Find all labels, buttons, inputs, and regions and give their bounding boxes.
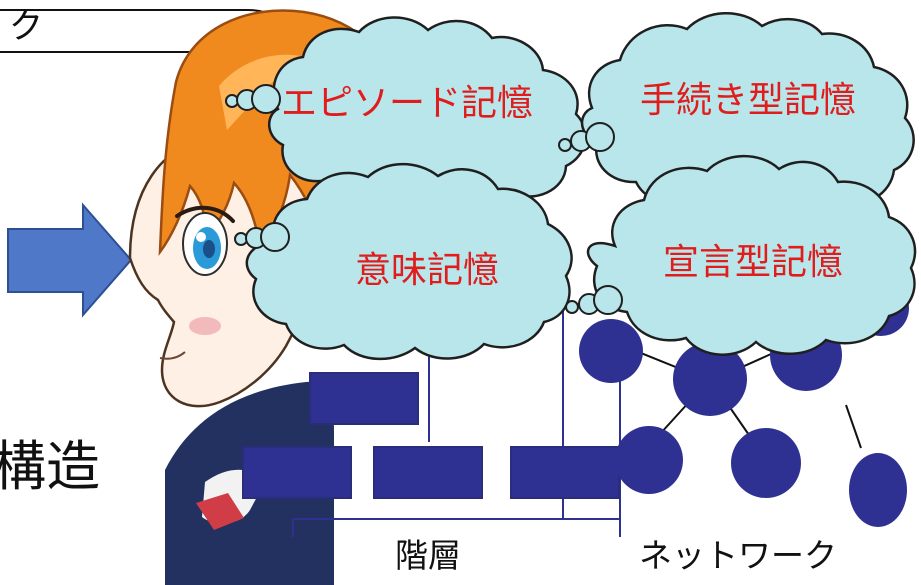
hierarchy-blocks — [242, 372, 620, 499]
semantic-cloud-label: 意味記憶 — [355, 250, 500, 291]
hierarchy-node-bottom-left — [242, 446, 352, 499]
semantic-cloud-bubble-3 — [260, 222, 290, 252]
hierarchy-node-top — [309, 372, 419, 425]
declarative-cloud-shape — [586, 154, 917, 356]
hierarchy-node-bottom-right — [510, 446, 620, 499]
hierarchy-label: 階層 — [395, 536, 461, 575]
character-hair-highlight — [219, 54, 325, 130]
network-label: ネットワーク — [639, 536, 837, 575]
episodic-cloud-bubble-3 — [251, 84, 281, 114]
procedural-cloud-bubble-3 — [585, 122, 615, 152]
declarative-cloud — [565, 154, 917, 356]
procedural-cloud-label: 手続き型記憶 — [640, 80, 857, 121]
network-edge-6 — [845, 404, 862, 449]
character-eye-highlight — [196, 232, 206, 242]
network-node-5 — [615, 426, 683, 494]
character-cheek — [189, 317, 221, 335]
character-eye-pupil — [203, 240, 215, 258]
character-ribbon — [196, 493, 244, 530]
network-node-7 — [849, 453, 907, 527]
network-node-6 — [731, 428, 801, 498]
declarative-cloud-bubble-1 — [565, 300, 579, 314]
network-node-2 — [673, 342, 747, 416]
procedural-cloud-bubble-1 — [558, 138, 572, 152]
character-mouth — [159, 351, 186, 360]
blue-arrow-icon — [7, 202, 133, 318]
network-node-1 — [579, 319, 643, 383]
episodic-cloud-label: エピソード記憶 — [281, 83, 534, 124]
declarative-cloud-label: 宣言型記憶 — [663, 242, 844, 283]
declarative-cloud-bubble-3 — [593, 285, 623, 315]
character-eye-lash — [175, 205, 235, 223]
procedural-cloud — [558, 12, 915, 219]
left-structure-label: 構造 — [0, 435, 100, 498]
top-left-bubble-text: ク — [9, 7, 43, 47]
semantic-cloud — [234, 162, 573, 361]
hierarchy-node-bottom-middle — [373, 446, 483, 499]
